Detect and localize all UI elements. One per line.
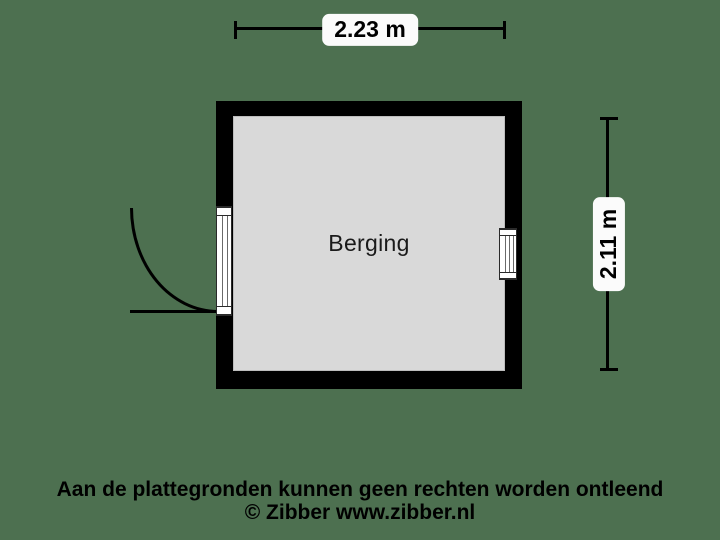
room-label-berging: Berging	[328, 230, 410, 256]
door-mullion-b	[227, 216, 228, 306]
window-right-wall-icon	[499, 228, 517, 280]
door-frame-cap-bottom	[217, 306, 231, 315]
door-leaf-icon	[130, 310, 222, 313]
window-cap-bottom	[500, 272, 516, 279]
building-walls: Berging	[216, 101, 522, 389]
dimension-tick-left	[234, 21, 237, 39]
window-mullion-a	[505, 236, 506, 272]
window-mullion-c	[513, 236, 514, 272]
window-cap-top	[500, 229, 516, 236]
door-left-wall	[120, 198, 232, 323]
dimension-tick-top	[600, 117, 618, 120]
window-mullion-b	[509, 236, 510, 272]
footer: Aan de plattegronden kunnen geen rechten…	[0, 478, 720, 524]
footer-copyright: © Zibber www.zibber.nl	[244, 501, 476, 525]
room-berging: Berging	[233, 116, 505, 371]
dimension-label-height: 2.11 m	[592, 196, 626, 292]
door-mullion-a	[222, 216, 223, 306]
door-frame-icon	[216, 206, 232, 316]
footer-disclaimer: Aan de plattegronden kunnen geen rechten…	[56, 478, 664, 501]
dimension-label-width: 2.23 m	[322, 13, 418, 47]
door-frame-cap-top	[217, 207, 231, 216]
dimension-line-width: 2.23 m	[234, 13, 506, 47]
dimension-line-height: 2.11 m	[592, 117, 626, 371]
door-swing-arc-icon	[130, 208, 218, 313]
dimension-tick-right	[503, 21, 506, 39]
dimension-tick-bottom	[600, 368, 618, 371]
